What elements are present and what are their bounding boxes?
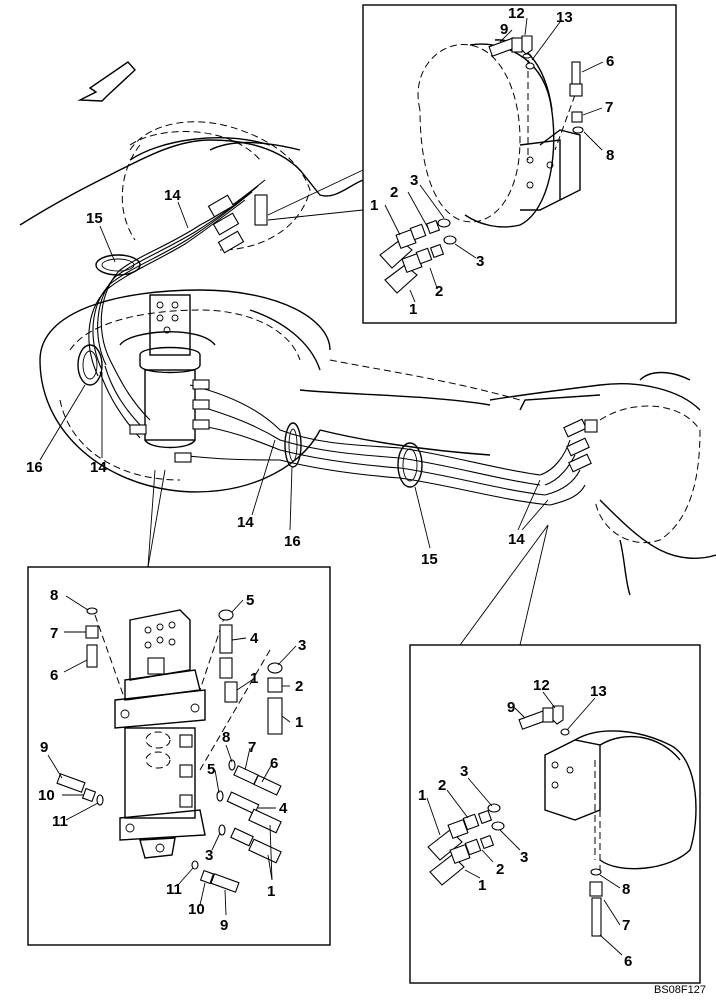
callouts-bottom-left: 8 7 6 5 4 3 2 1 1 9 10 11 8 7 6 5 4 3 11… [38, 587, 306, 934]
callout-9: 9 [500, 21, 508, 38]
callout-2: 2 [295, 678, 303, 695]
callout-11: 11 [166, 881, 182, 898]
hose-clamps-main [77, 254, 423, 488]
callout-3: 3 [520, 849, 528, 866]
callout-14: 14 [237, 514, 254, 531]
callout-5: 5 [207, 761, 215, 778]
callout-1: 1 [267, 883, 275, 900]
callout-2: 2 [496, 861, 504, 878]
travel-motor-left-outline [121, 131, 261, 241]
callout-7: 7 [605, 99, 613, 116]
callout-9: 9 [220, 917, 228, 934]
upper-structure-outline [19, 121, 364, 251]
callout-1: 1 [295, 714, 303, 731]
hose-bundle-main [88, 179, 598, 506]
front-direction-arrow [77, 61, 136, 102]
callout-13: 13 [590, 683, 607, 700]
leader-lines [39, 17, 623, 956]
callout-11: 11 [52, 813, 68, 830]
travel-motor-bottom-right [544, 730, 697, 870]
callout-1: 1 [370, 197, 378, 214]
center-joint-main [119, 294, 216, 449]
callout-6: 6 [50, 667, 58, 684]
callout-1: 1 [418, 787, 426, 804]
track-frame-outline [39, 289, 521, 493]
callout-16: 16 [26, 459, 43, 476]
callout-4: 4 [250, 630, 259, 647]
callout-1: 1 [409, 301, 417, 318]
callout-3: 3 [476, 253, 484, 270]
callout-16: 16 [284, 533, 301, 550]
callout-6: 6 [624, 953, 632, 970]
callout-4: 4 [279, 800, 288, 817]
callout-6: 6 [606, 53, 614, 70]
callout-7: 7 [50, 625, 58, 642]
inset-frame-bottom-right [409, 524, 701, 984]
callout-10: 10 [188, 901, 205, 918]
fittings-bottom-left [56, 607, 283, 893]
callout-12: 12 [508, 5, 525, 22]
callout-13: 13 [556, 9, 573, 26]
callout-9: 9 [40, 739, 48, 756]
callout-2: 2 [438, 777, 446, 794]
callout-7: 7 [622, 917, 630, 934]
callout-10: 10 [38, 787, 55, 804]
callout-8: 8 [222, 729, 230, 746]
center-joint-detail [94, 609, 271, 859]
callout-8: 8 [606, 147, 614, 164]
callout-5: 5 [246, 592, 254, 609]
callout-6: 6 [270, 755, 278, 772]
callout-1: 1 [478, 877, 486, 894]
callout-3: 3 [410, 172, 418, 189]
inset-frame-top-right [267, 4, 677, 324]
callout-7: 7 [248, 739, 256, 756]
travel-motor-top-right [417, 39, 581, 228]
fittings-bottom-right [427, 705, 603, 937]
callout-9: 9 [507, 699, 515, 716]
inset-frame-bottom-left [27, 469, 331, 946]
callout-14: 14 [164, 187, 181, 204]
callout-1: 1 [250, 670, 258, 687]
callout-15: 15 [421, 551, 438, 568]
callout-2: 2 [435, 283, 443, 300]
callout-8: 8 [50, 587, 58, 604]
figure-code: BS08F127 [654, 984, 706, 996]
callout-12: 12 [533, 677, 550, 694]
callouts-main-view: 14 15 16 14 14 16 15 14 [26, 187, 525, 568]
callout-14: 14 [508, 531, 525, 548]
travel-motor-right-outline [489, 371, 716, 596]
callout-15: 15 [86, 210, 103, 227]
callout-2: 2 [390, 184, 398, 201]
callout-3: 3 [205, 847, 213, 864]
callout-3: 3 [460, 763, 468, 780]
callout-3: 3 [298, 637, 306, 654]
callout-8: 8 [622, 881, 630, 898]
callouts-top-right: 9 12 13 6 7 8 3 2 1 3 2 1 [370, 5, 614, 318]
callout-14: 14 [90, 459, 107, 476]
fittings-top-right [379, 35, 584, 294]
callouts-bottom-right: 12 9 13 3 2 1 3 2 1 8 7 6 [418, 677, 632, 970]
